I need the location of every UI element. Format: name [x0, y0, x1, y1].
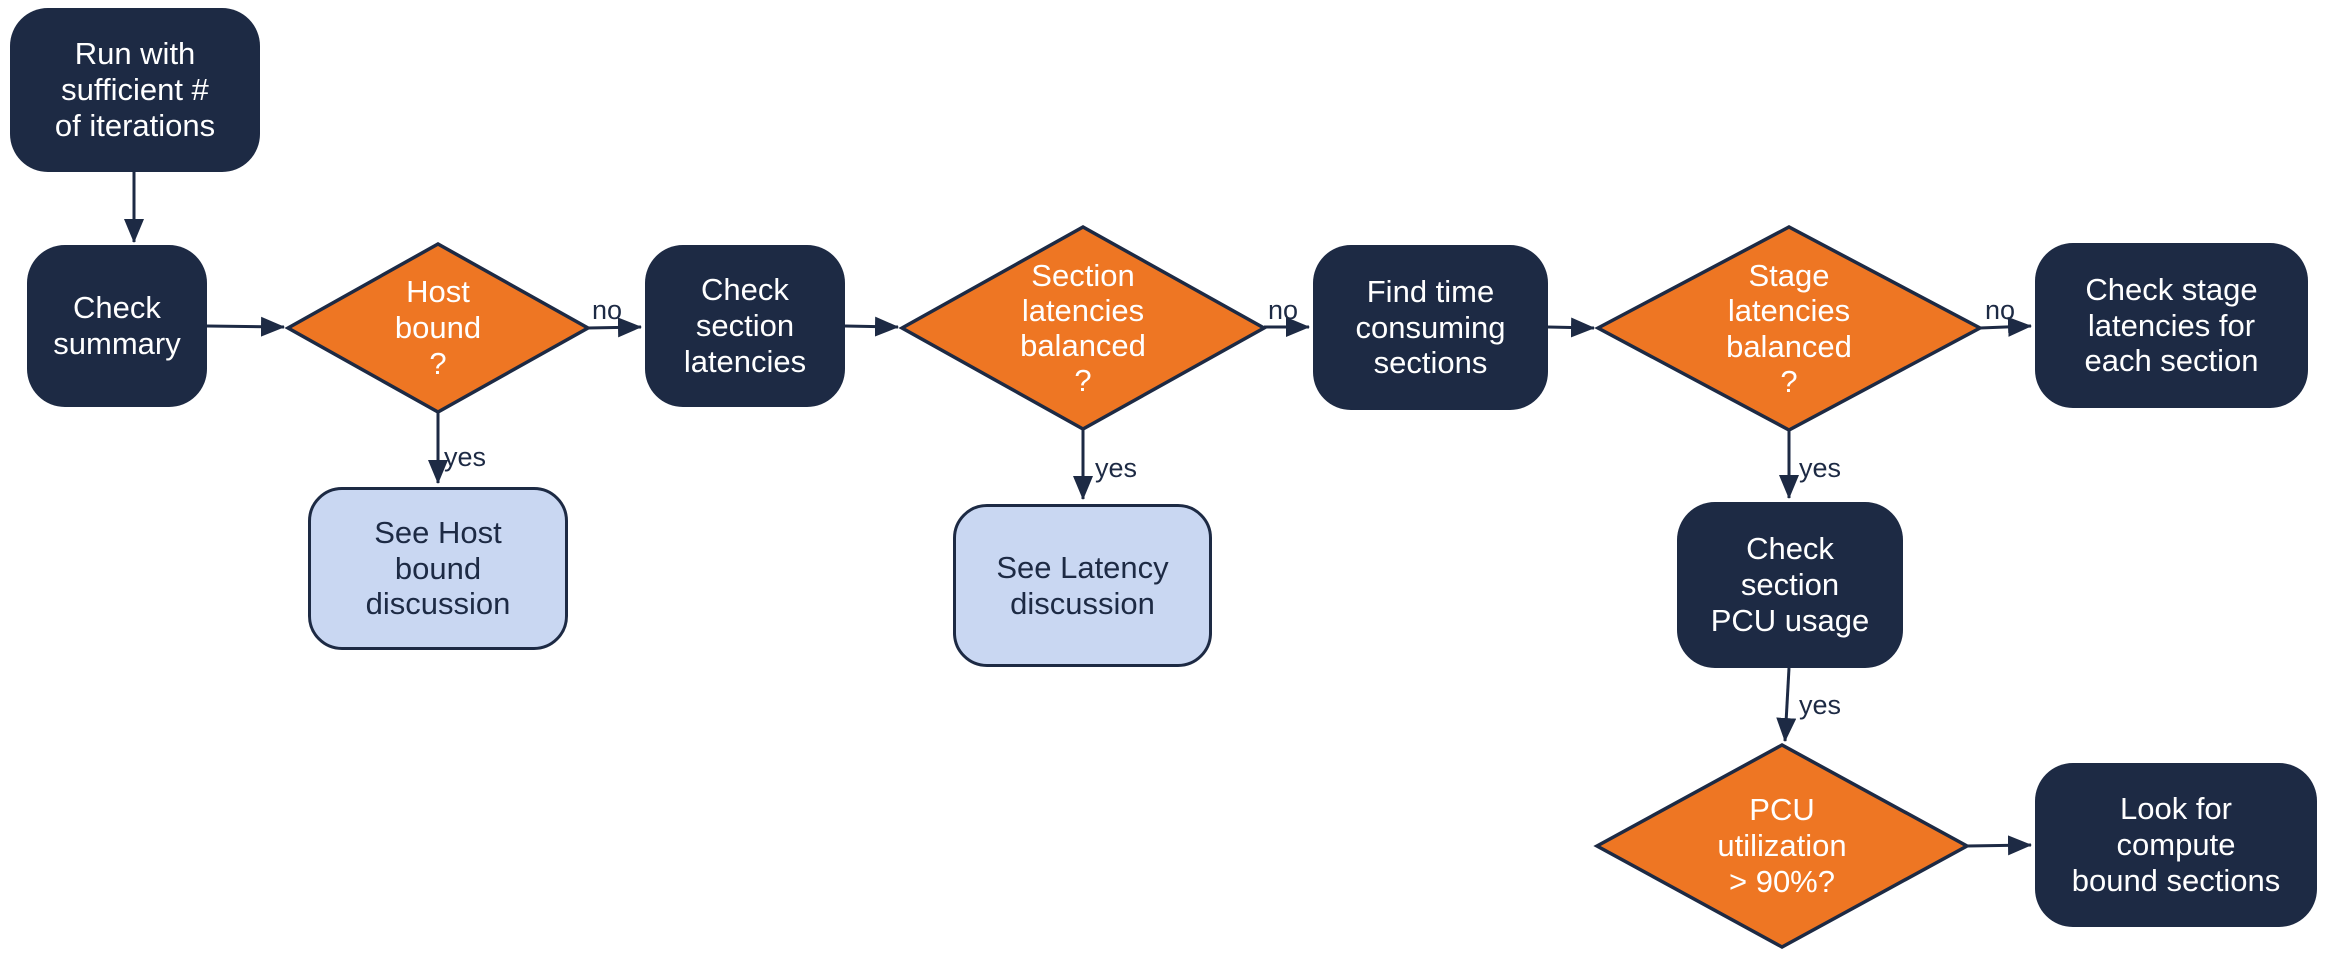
- node-run-iterations: Run with sufficient # of iterations: [10, 8, 260, 172]
- edge-findtime-to-stage-balanced: [1547, 317, 1595, 338]
- edge-label-host-bound-yes: yes: [444, 442, 486, 472]
- edge-label-check-pcu-yes: yes: [1799, 690, 1841, 720]
- node-see-latency-discussion: See Latency discussion: [953, 504, 1212, 667]
- node-look-compute-bound: Look for compute bound sections: [2035, 763, 2317, 927]
- edge-label-section-latencies-no: no: [1268, 295, 1298, 325]
- decision-stage-latencies-shape: [1594, 225, 1984, 432]
- node-find-time-consuming: Find time consuming sections: [1313, 245, 1548, 410]
- node-check-stage-latencies: Check stage latencies for each section: [2035, 243, 2308, 408]
- node-check-section-pcu: Check section PCU usage: [1677, 502, 1903, 668]
- edge-label-stage-latencies-yes: yes: [1799, 453, 1841, 483]
- edge-checkpcu-to-pcu-utilization: [1776, 667, 1797, 742]
- node-check-section-latencies: Check section latencies: [645, 245, 845, 407]
- edge-pcu-to-look-compute: [1966, 835, 2032, 856]
- edge-latencies-to-section-balanced: [844, 316, 899, 337]
- decision-pcu-utilization-shape: [1593, 743, 1971, 949]
- edge-label-section-latencies-yes: yes: [1095, 453, 1137, 483]
- decision-section-latencies-shape: [898, 224, 1268, 432]
- node-check-summary: Check summary: [27, 245, 207, 407]
- edge-label-host-bound-no: no: [592, 295, 622, 325]
- decision-host-bound-shape: [284, 241, 592, 415]
- edge-label-stage-latencies-no: no: [1985, 295, 2015, 325]
- edge-host-bound-no: [587, 317, 642, 338]
- edge-summary-to-host-bound: [206, 316, 285, 337]
- node-see-host-bound-discussion: See Host bound discussion: [308, 487, 568, 650]
- edge-stage-balanced-no: [1979, 316, 2032, 337]
